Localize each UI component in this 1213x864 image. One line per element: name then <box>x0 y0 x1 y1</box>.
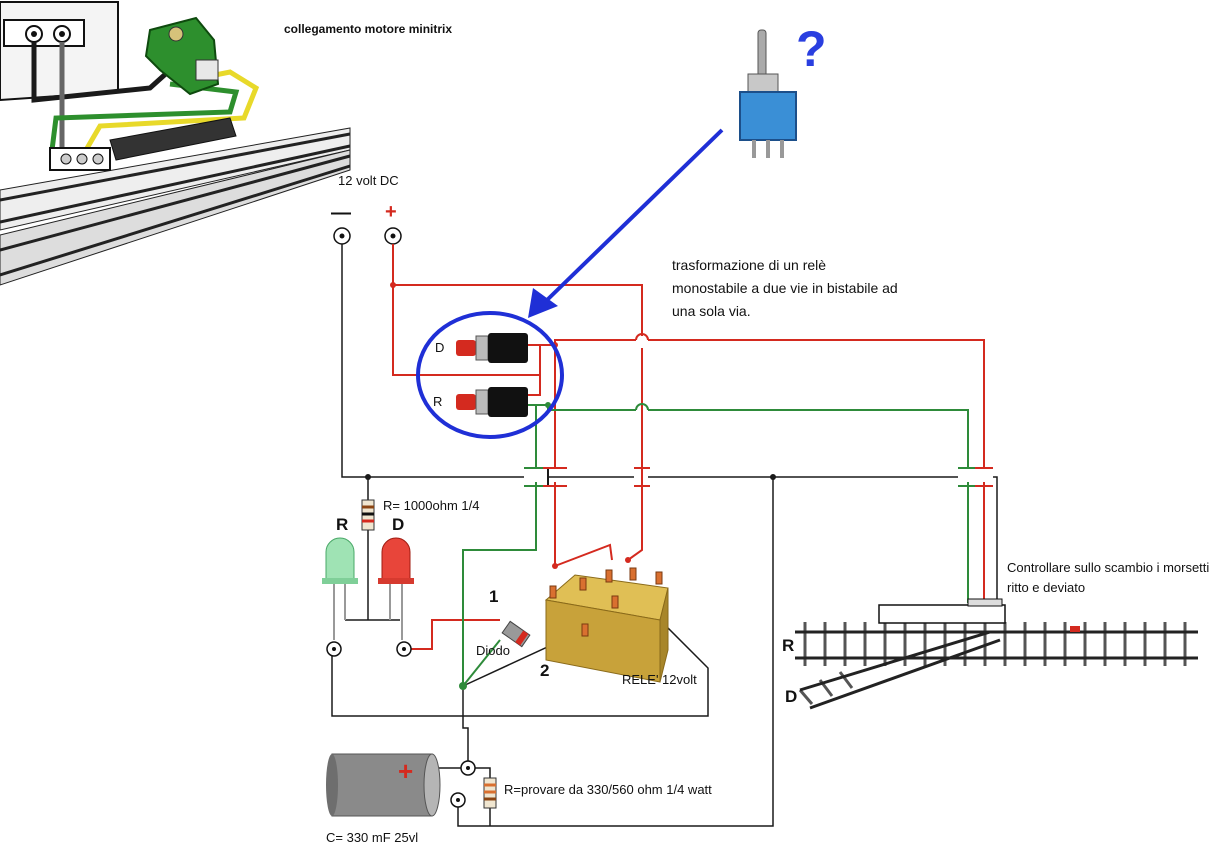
wire-crossovers <box>524 333 993 487</box>
power-label: 12 volt DC <box>338 173 399 188</box>
push-button-d <box>456 333 528 363</box>
track-terminal-1 <box>60 153 72 165</box>
track-terminal-2 <box>76 153 88 165</box>
diode-pin-1: 1 <box>489 587 498 606</box>
question-mark: ? <box>796 21 827 77</box>
panel-socket-right-pin <box>59 31 65 37</box>
led-red-label: D <box>392 515 404 534</box>
led-resistor-label: R= 1000ohm 1/4 <box>383 498 479 513</box>
led-green-label: R <box>336 515 348 534</box>
power-minus: — <box>331 202 351 224</box>
diverging-rail-1 <box>799 630 991 692</box>
switch-note-line-1: Controllare sullo scambio i morsetti di <box>1007 560 1213 575</box>
capacitor-label: C= 330 mF 25vl <box>326 830 418 845</box>
track-d-label: D <box>785 687 797 706</box>
motor-wire-black <box>31 42 172 103</box>
led-red-terminal-dot <box>402 647 406 651</box>
led-green <box>322 537 358 640</box>
toggle-lever <box>757 29 767 81</box>
toggle-body <box>739 91 797 141</box>
panel-plate <box>3 19 85 47</box>
relay <box>544 567 669 683</box>
motor-wire-green <box>49 81 240 151</box>
switch-note-line-2: ritto e deviato <box>1007 580 1085 595</box>
capacitor-resistor-label: R=provare da 330/560 ohm 1/4 watt <box>504 782 712 797</box>
turnout-motor <box>878 604 1006 624</box>
button-d-label: D <box>435 340 444 355</box>
black-wires <box>331 244 998 827</box>
minitrix-illustration <box>0 1 351 286</box>
panel-socket-left-pin <box>31 31 37 37</box>
capacitor-terminal-plus-dot <box>466 766 470 770</box>
turnout-point-marker <box>1070 626 1080 632</box>
turnout-track <box>795 598 1198 710</box>
terminal-minus-dot <box>339 233 345 239</box>
relay-label: RELE' 12volt <box>622 672 697 687</box>
diode <box>501 620 531 648</box>
terminal-plus-dot <box>390 233 396 239</box>
diagram-title: collegamento motore minitrix <box>284 22 452 36</box>
power-plus: + <box>385 201 397 223</box>
diode-label: Diodo <box>476 643 510 658</box>
track-r-label: R <box>782 636 794 655</box>
note-line-1: trasformazione di un relè <box>672 257 826 273</box>
motor-terminals <box>195 59 219 81</box>
minitrix-track <box>0 117 351 286</box>
note-line-3: una sola via. <box>672 303 751 319</box>
capacitor-resistor <box>483 777 497 809</box>
turnout-terminals <box>967 598 1003 607</box>
button-r-label: R <box>433 394 442 409</box>
diverging-rail-2 <box>809 638 1001 710</box>
led-resistor <box>361 499 375 531</box>
green-wires <box>462 404 969 687</box>
capacitor-terminal-minus-dot <box>456 798 460 802</box>
toggle-bushing <box>747 73 779 93</box>
control-panel <box>0 1 119 102</box>
capacitor <box>326 753 441 817</box>
diode-pin-2: 2 <box>540 661 549 680</box>
led-red <box>378 537 414 640</box>
note-line-2: monostabile a due vie in bistabile ad <box>672 280 898 296</box>
blue-arrow <box>528 128 724 318</box>
push-button-r <box>456 387 528 417</box>
buttons-highlight-circle <box>416 311 564 439</box>
motor-knob <box>168 26 184 42</box>
led-green-terminal-dot <box>332 647 336 651</box>
turnout-motor-housing <box>109 117 237 161</box>
track-terminal-3 <box>92 153 104 165</box>
motor-wire-yellow <box>83 69 260 152</box>
capacitor-plus-sign: + <box>398 756 413 786</box>
toggle-switch <box>739 29 797 158</box>
